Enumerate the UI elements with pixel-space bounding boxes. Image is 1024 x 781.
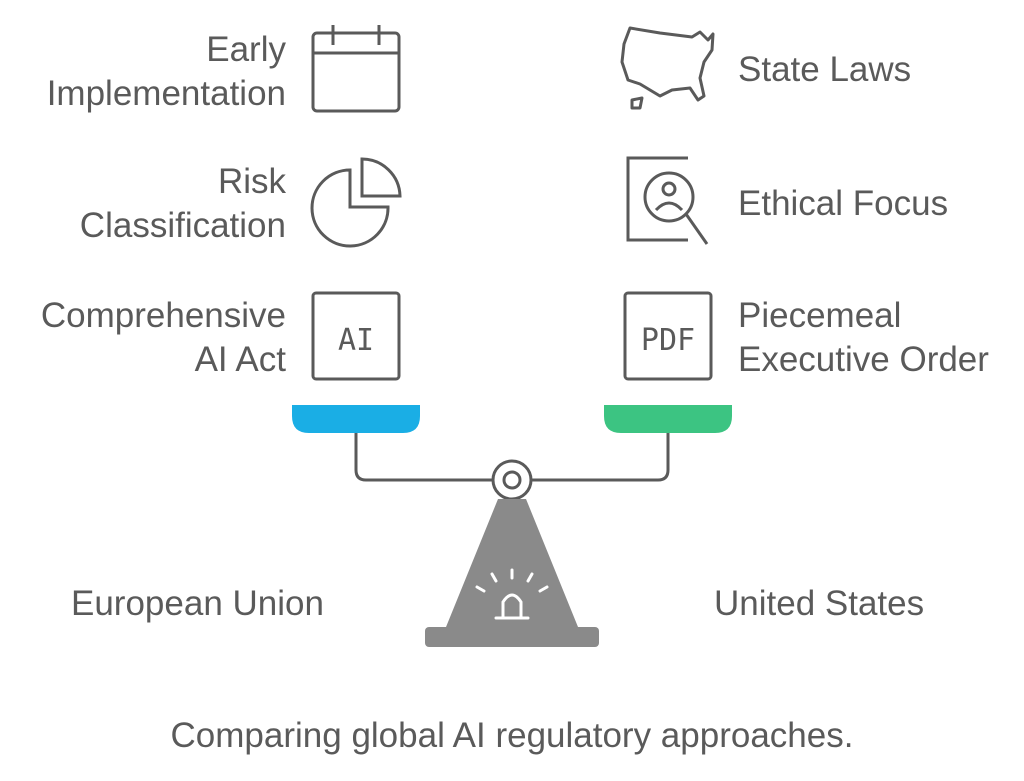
- eu-item-early-implementation: Early Implementation: [47, 28, 286, 116]
- us-item-line: Executive Order: [738, 340, 989, 379]
- us-item-ethical-focus: Ethical Focus: [738, 182, 948, 226]
- eu-item-line: Early: [206, 30, 286, 69]
- eu-item-line: Implementation: [46, 74, 286, 113]
- ai-document-icon-text: AI: [338, 323, 374, 358]
- calendar-icon: [311, 25, 401, 113]
- pdf-document-icon-text: PDF: [641, 323, 695, 358]
- scale-beam-right: [532, 433, 670, 482]
- scale-stand: [446, 499, 578, 627]
- eu-item-line: Comprehensive: [40, 296, 286, 335]
- eu-pan: [292, 405, 420, 433]
- pie-chart-icon: [310, 157, 402, 248]
- us-item-piecemeal-executive-order: Piecemeal Executive Order: [738, 294, 989, 382]
- eu-item-line: AI Act: [194, 340, 286, 379]
- usa-map-icon: [620, 26, 715, 110]
- us-item-line: State Laws: [738, 50, 912, 89]
- us-pan: [604, 405, 732, 433]
- eu-item-line: Risk: [217, 162, 286, 201]
- eu-item-line: Classification: [79, 206, 286, 245]
- eu-item-risk-classification: Risk Classification: [80, 160, 286, 248]
- us-item-line: Piecemeal: [738, 296, 902, 335]
- scale-base: [425, 627, 599, 647]
- pdf-document-icon: [623, 291, 713, 381]
- scale-beam: [354, 433, 492, 482]
- us-item-state-laws: State Laws: [738, 48, 911, 92]
- us-item-line: Ethical Focus: [738, 184, 949, 223]
- scale-pivot: [491, 459, 533, 501]
- person-magnifier-icon: [626, 156, 709, 245]
- ai-document-icon: [311, 291, 401, 381]
- european-union-label: European Union: [71, 584, 324, 623]
- eu-item-comprehensive-ai-act: Comprehensive AI Act: [41, 294, 286, 382]
- diagram-caption: Comparing global AI regulatory approache…: [170, 716, 854, 755]
- gavel-light-icon: [475, 568, 549, 620]
- united-states-label: United States: [714, 584, 925, 623]
